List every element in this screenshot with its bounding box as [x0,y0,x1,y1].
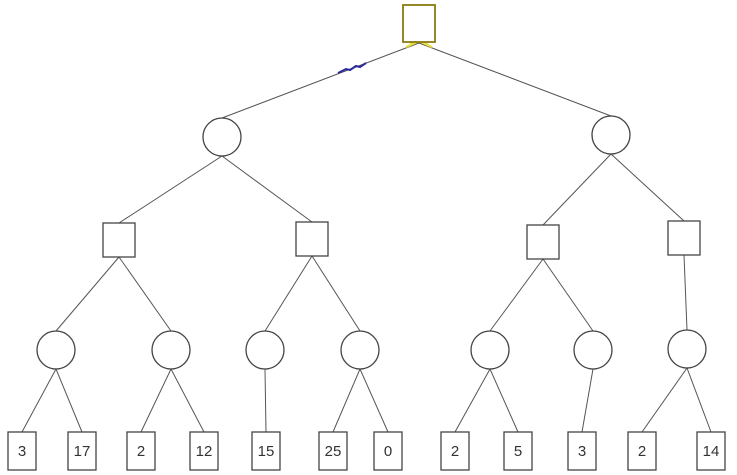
leaf-node[interactable]: 0 [373,431,403,471]
edge-a1-b1 [118,155,223,224]
edge-c1-l0 [21,368,57,433]
leaf-node[interactable]: 14 [696,431,726,471]
edge-c3-l4 [264,368,267,433]
edge-c5-l8 [489,368,519,433]
leaf-node[interactable]: 12 [189,431,219,471]
leaf-box [189,431,219,471]
leaf-node[interactable]: 2 [627,431,657,471]
chance-node-c5[interactable] [470,330,510,370]
chance-node-c3[interactable] [245,330,285,370]
root-max-node[interactable] [402,4,436,43]
leaf-box [503,431,533,471]
edge-root-a2 [418,42,612,117]
max-node-b3[interactable] [526,224,560,260]
leaf-value: 17 [74,443,91,460]
edge-a2-b4 [610,153,685,222]
leaf-box [627,431,657,471]
edge-c6-l9 [581,368,594,433]
leaf-box [440,431,470,471]
leaf-value: 5 [514,443,522,460]
leaf-node[interactable]: 5 [503,431,533,471]
edge-a2-b3 [542,153,612,226]
edge-b1-c1 [55,256,120,332]
leaf-node[interactable]: 15 [251,431,281,471]
leaf-value: 3 [578,443,586,460]
edge-b3-c6 [542,258,594,332]
leaf-value: 14 [703,443,720,460]
leaf-node[interactable]: 3 [7,431,37,471]
edge-c4-l6 [359,368,389,433]
leaf-node[interactable]: 2 [440,431,470,471]
max-node-b1[interactable] [102,222,136,258]
pen-annotation-mark [337,62,367,74]
chance-node-c6[interactable] [573,330,613,370]
leaf-value: 2 [137,443,145,460]
leaf-node[interactable]: 2 [126,431,156,471]
leaf-value: 25 [325,443,342,460]
edge-c4-l5 [332,368,361,433]
edge-b4-c7 [683,254,688,331]
max-node-b4[interactable] [667,220,701,256]
leaf-value: 12 [196,443,213,460]
leaf-box [67,431,97,471]
leaf-value: 0 [384,443,392,460]
leaf-box [318,431,348,471]
edge-c7-l10 [641,367,688,433]
leaf-value: 2 [451,443,459,460]
edge-b2-c3 [264,255,313,332]
leaf-box [373,431,403,471]
chance-node-c4[interactable] [340,330,380,370]
leaf-box [251,431,281,471]
edge-c5-l7 [454,368,491,433]
edge-c2-l2 [140,368,172,433]
leaf-box [7,431,37,471]
edge-root-a1 [221,42,420,119]
leaf-node[interactable]: 25 [318,431,348,471]
chance-node-c7[interactable] [667,329,707,369]
chance-node-c1[interactable] [36,330,76,370]
chance-node-c2[interactable] [151,330,191,370]
edge-a1-b2 [221,155,313,223]
leaf-node[interactable]: 17 [67,431,97,471]
leaf-value: 2 [638,443,646,460]
edge-c2-l3 [170,368,205,433]
leaf-value: 3 [18,443,26,460]
leaf-node[interactable]: 3 [567,431,597,471]
edge-b3-c5 [489,258,544,332]
chance-node-a2[interactable] [591,115,631,155]
chance-node-a1[interactable] [202,117,242,157]
edge-c7-l11 [686,367,712,433]
leaf-box [696,431,726,471]
leaf-box [567,431,597,471]
edge-c1-l1 [55,368,83,433]
max-node-b2[interactable] [295,221,329,257]
edge-b2-c4 [311,255,361,332]
edge-b1-c2 [118,256,172,332]
leaf-value: 15 [258,443,275,460]
leaf-box [126,431,156,471]
